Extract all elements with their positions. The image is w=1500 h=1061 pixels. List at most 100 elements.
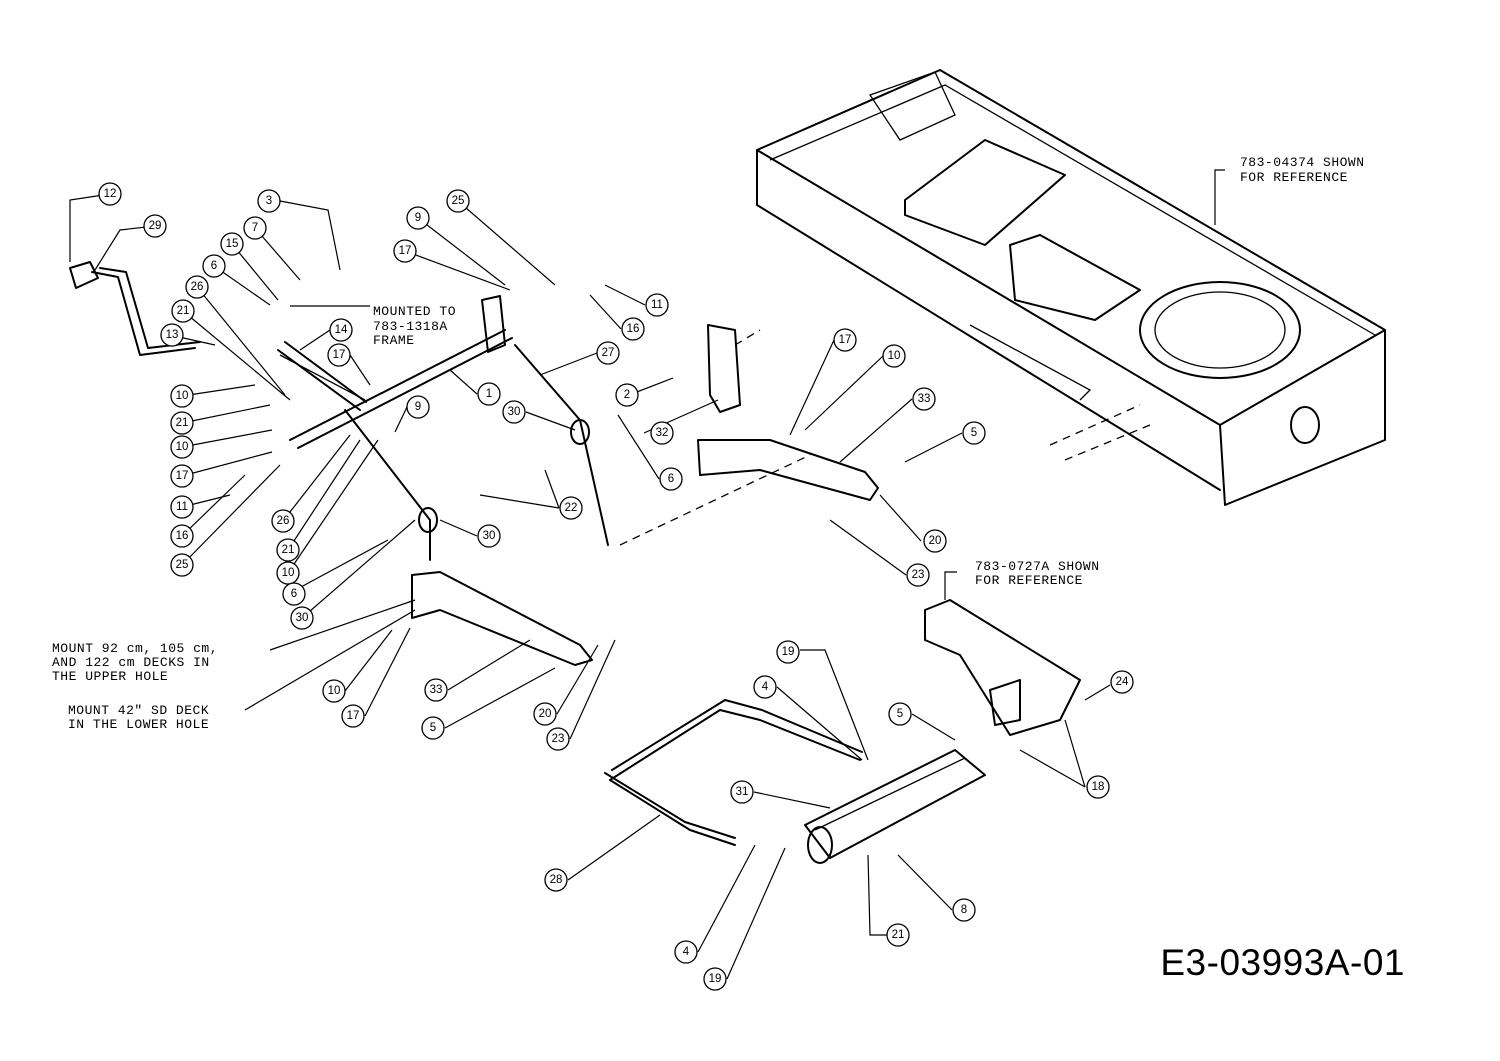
svg-text:13: 13	[166, 329, 179, 341]
svg-text:19: 19	[782, 646, 795, 658]
mounted-note-line-1: MOUNTED TO	[373, 304, 456, 319]
svg-text:22: 22	[565, 502, 578, 514]
callout-33: 33	[912, 387, 936, 411]
callout-4: 4	[674, 940, 698, 964]
callout-15: 15	[220, 232, 244, 256]
svg-text:21: 21	[176, 417, 189, 429]
svg-text:10: 10	[328, 685, 341, 697]
mounted-note-line-2: 783-1318A	[373, 319, 448, 334]
svg-text:17: 17	[176, 470, 189, 482]
notes: 783-04374 SHOWN FOR REFERENCE 783-0727A …	[52, 155, 1365, 732]
callout-10: 10	[882, 344, 906, 368]
svg-text:9: 9	[415, 401, 421, 413]
bracket-ref-line-2: FOR REFERENCE	[975, 573, 1083, 588]
callout-21: 21	[886, 923, 910, 947]
upper-hole-note-line-1: MOUNT 92 cm, 105 cm,	[52, 641, 218, 656]
callout-17: 17	[170, 464, 194, 488]
callout-17: 17	[327, 343, 351, 367]
svg-text:25: 25	[452, 195, 465, 207]
svg-text:31: 31	[736, 786, 749, 798]
upper-hole-note-line-2: AND 122 cm DECKS IN	[52, 655, 210, 670]
svg-text:2: 2	[624, 389, 630, 401]
svg-text:21: 21	[892, 929, 905, 941]
svg-text:25: 25	[176, 559, 189, 571]
svg-text:21: 21	[282, 544, 295, 556]
svg-text:32: 32	[656, 427, 669, 439]
svg-text:12: 12	[104, 188, 117, 200]
callout-32: 32	[650, 421, 674, 445]
callout-30: 30	[290, 606, 314, 630]
callout-26: 26	[271, 509, 295, 533]
callout-25: 25	[170, 553, 194, 577]
svg-text:30: 30	[483, 530, 496, 542]
svg-text:24: 24	[1116, 676, 1129, 688]
svg-text:10: 10	[176, 441, 189, 453]
callout-1: 1	[477, 382, 501, 406]
callout-6: 6	[282, 582, 306, 606]
svg-text:5: 5	[430, 722, 436, 734]
callout-8: 8	[952, 898, 976, 922]
callout-2: 2	[615, 383, 639, 407]
svg-text:1: 1	[486, 388, 492, 400]
callout-13: 13	[160, 323, 184, 347]
callout-25: 25	[446, 189, 470, 213]
svg-text:10: 10	[282, 567, 295, 579]
mounted-note-line-3: FRAME	[373, 333, 415, 348]
svg-text:7: 7	[252, 222, 258, 234]
svg-text:16: 16	[627, 323, 640, 335]
svg-text:5: 5	[897, 708, 903, 720]
callout-27: 27	[596, 341, 620, 365]
callout-19: 19	[703, 967, 727, 991]
svg-text:10: 10	[176, 390, 189, 402]
svg-text:21: 21	[177, 305, 190, 317]
svg-text:4: 4	[683, 946, 690, 958]
callout-21: 21	[276, 538, 300, 562]
svg-text:26: 26	[191, 281, 204, 293]
svg-text:5: 5	[971, 427, 977, 439]
callout-7: 7	[243, 216, 267, 240]
callout-10: 10	[170, 384, 194, 408]
svg-text:18: 18	[1092, 781, 1105, 793]
callout-23: 23	[906, 563, 930, 587]
callout-21: 21	[170, 411, 194, 435]
upper-hole-note-line-3: THE UPPER HOLE	[52, 669, 168, 684]
svg-text:17: 17	[399, 245, 412, 257]
callout-30: 30	[502, 400, 526, 424]
callout-11: 11	[645, 293, 669, 317]
svg-text:10: 10	[888, 350, 901, 362]
callout-23: 23	[546, 727, 570, 751]
svg-text:9: 9	[415, 212, 421, 224]
svg-text:33: 33	[430, 684, 443, 696]
svg-text:33: 33	[918, 393, 931, 405]
svg-text:17: 17	[347, 710, 360, 722]
frame-ref-line-1: 783-04374 SHOWN	[1240, 155, 1365, 170]
callout-28: 28	[544, 868, 568, 892]
svg-text:23: 23	[912, 569, 925, 581]
svg-text:11: 11	[651, 299, 663, 311]
callout-17: 17	[341, 704, 365, 728]
callout-26: 26	[185, 275, 209, 299]
callout-16: 16	[170, 524, 194, 548]
callout-10: 10	[276, 561, 300, 585]
frame-ref-line-2: FOR REFERENCE	[1240, 170, 1348, 185]
svg-text:30: 30	[296, 612, 309, 624]
callout-4: 4	[753, 675, 777, 699]
svg-text:20: 20	[929, 535, 942, 547]
callout-21: 21	[171, 299, 195, 323]
svg-text:17: 17	[333, 349, 346, 361]
callout-20: 20	[923, 529, 947, 553]
svg-text:11: 11	[176, 501, 188, 513]
callout-29: 29	[143, 214, 167, 238]
svg-text:20: 20	[539, 708, 552, 720]
svg-text:27: 27	[602, 347, 615, 359]
callout-10: 10	[322, 679, 346, 703]
callout-33: 33	[424, 678, 448, 702]
callout-14: 14	[329, 318, 353, 342]
callouts: 12 29 3 7 15 6 26 21 13 10 21 10 17 11 1…	[98, 182, 1134, 991]
callout-9: 9	[406, 395, 430, 419]
svg-text:6: 6	[291, 588, 297, 600]
svg-text:26: 26	[277, 515, 290, 527]
svg-text:6: 6	[668, 473, 674, 485]
svg-text:14: 14	[335, 324, 348, 336]
